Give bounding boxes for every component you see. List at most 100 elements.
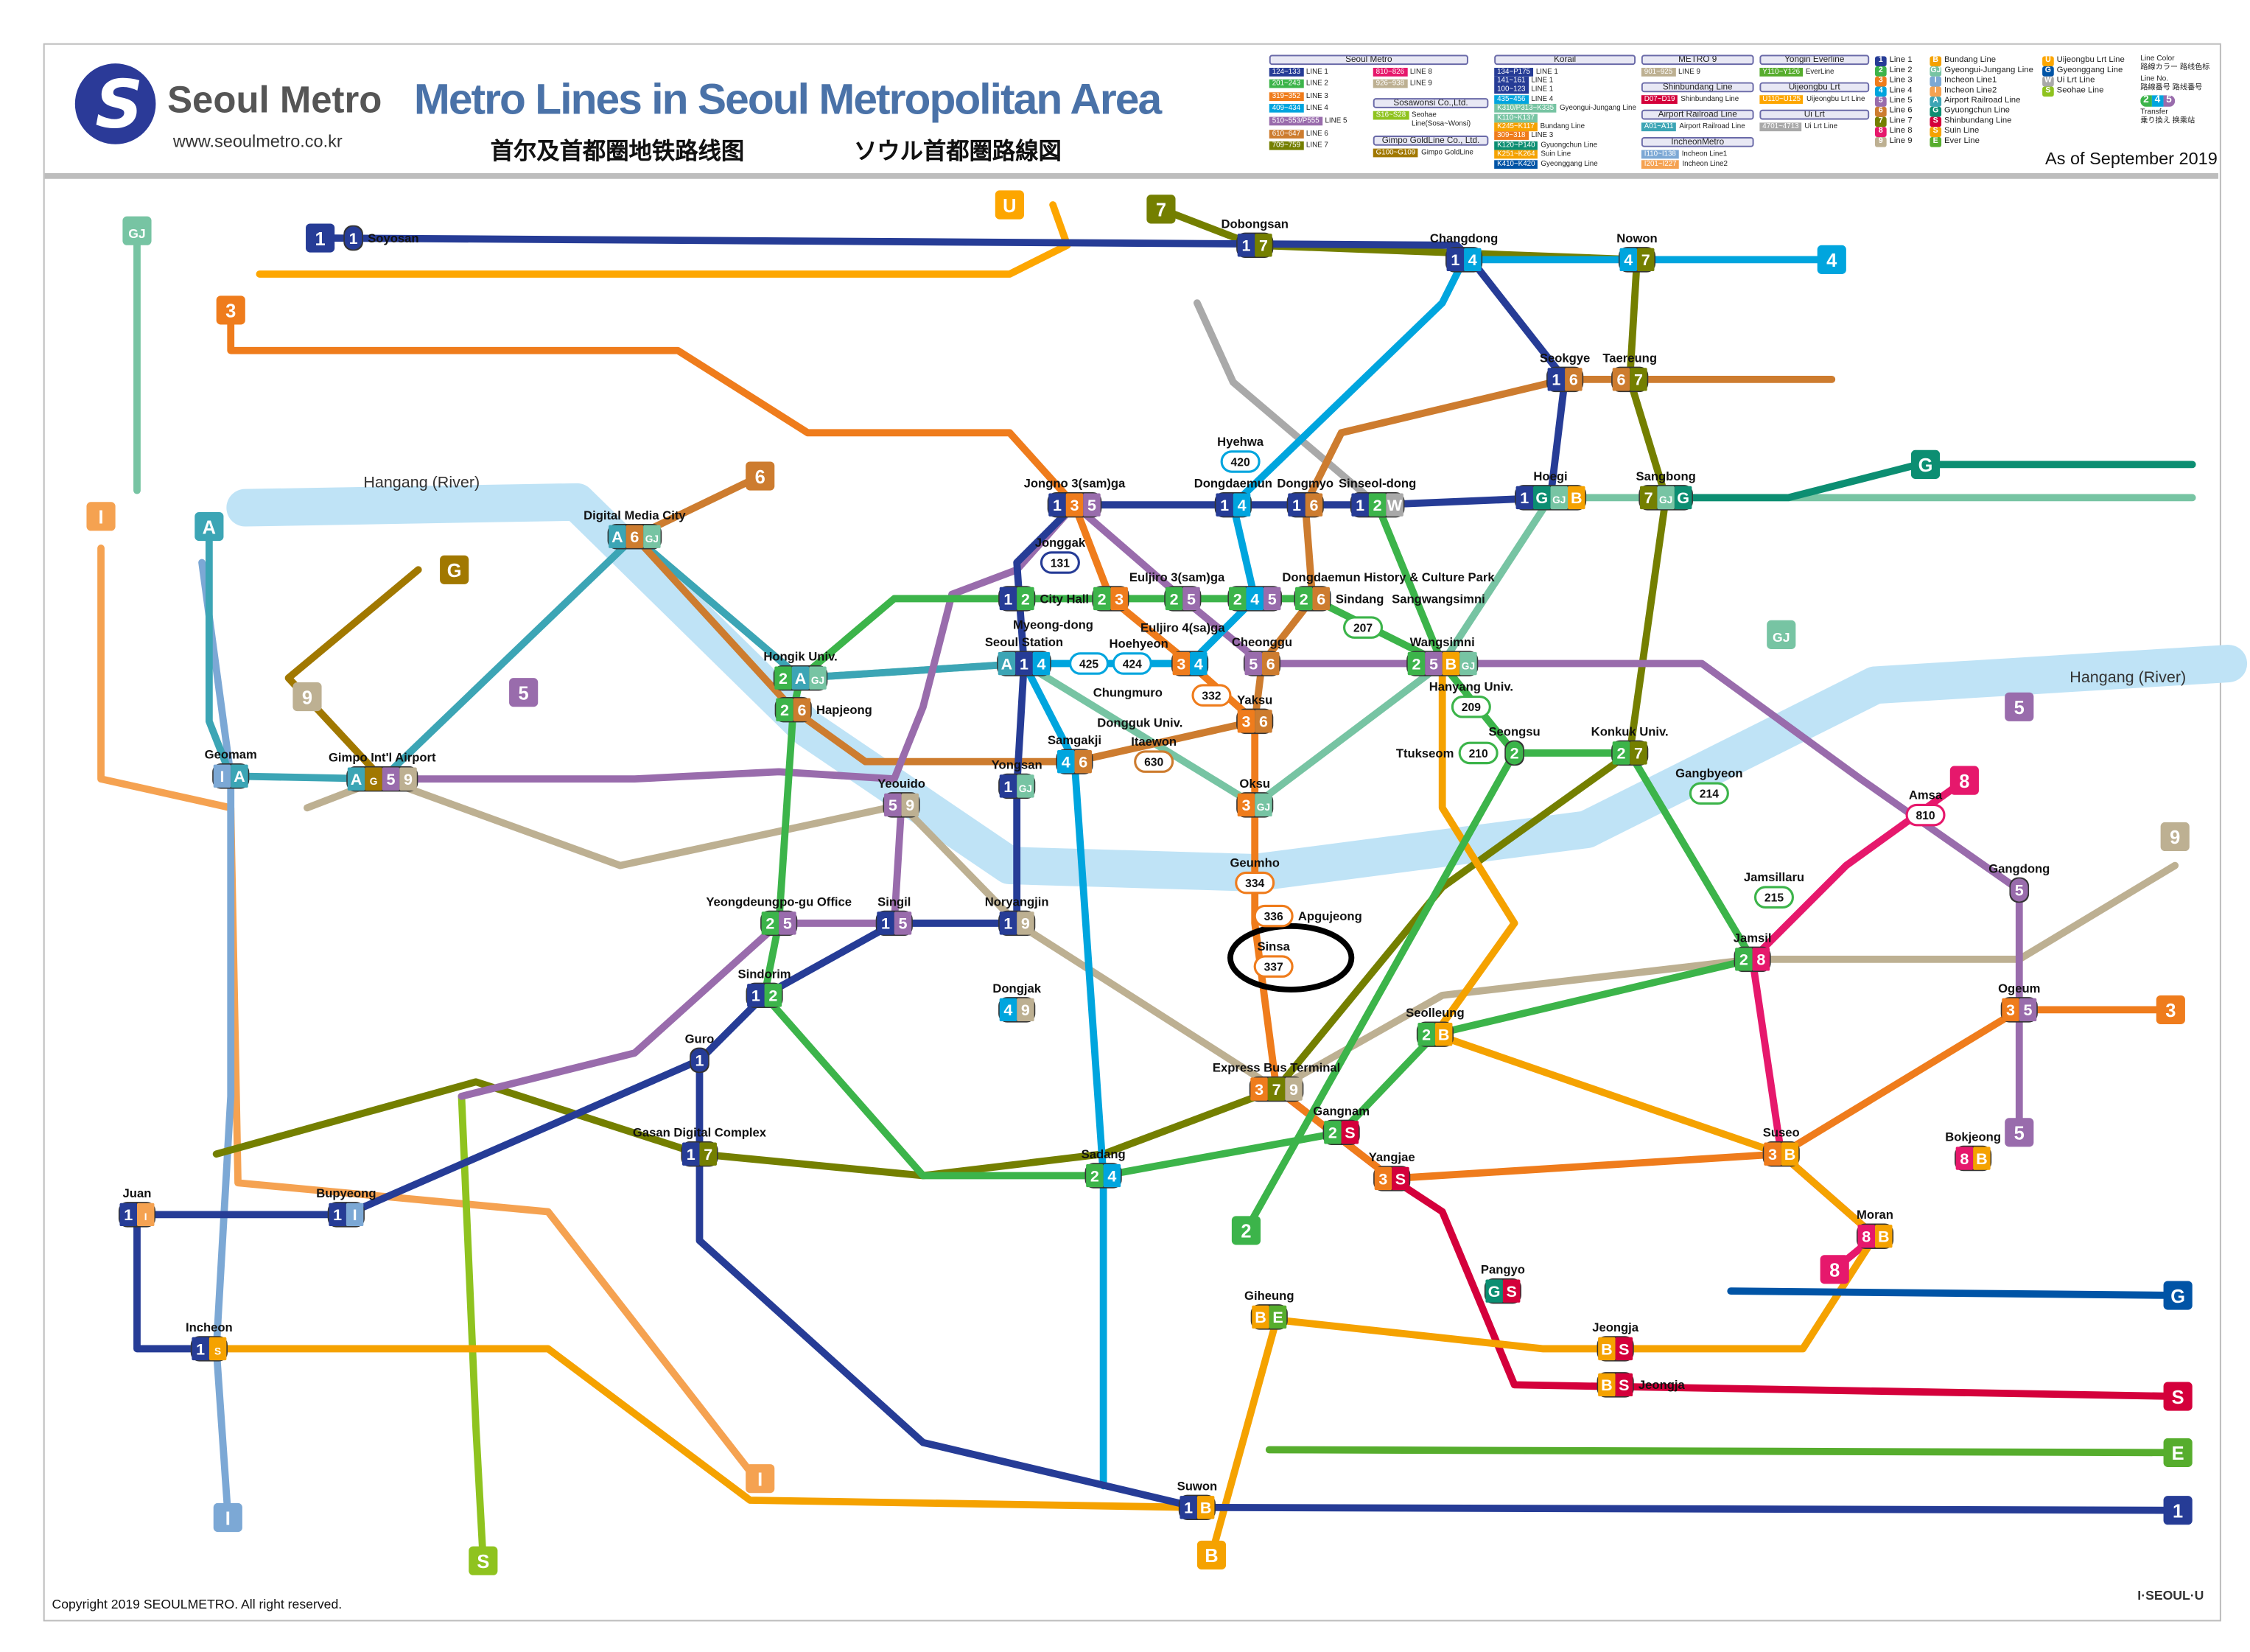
station-code: 425 — [1079, 658, 1098, 671]
legend-symbol-label: Shinbundang Line — [1944, 116, 2012, 126]
line-badge-label: 5 — [2024, 1001, 2033, 1019]
station-name: Geumho — [1230, 856, 1279, 870]
station[interactable]: 214 — [1689, 782, 1729, 805]
station[interactable]: 131 — [1040, 551, 1080, 574]
line-badge-2 — [761, 911, 779, 935]
legend-line-name: LINE 9 — [1409, 79, 1432, 88]
station[interactable]: 337 — [1253, 955, 1294, 978]
station[interactable]: 209 — [1451, 696, 1491, 718]
line-badge-label: 2 — [1098, 590, 1107, 608]
line-symbol-icon: 3 — [1875, 76, 1887, 86]
station[interactable]: 424 — [1112, 652, 1152, 675]
station[interactable]: 630 — [1134, 750, 1174, 773]
legend-operator-name: Shinbundang Line — [1641, 82, 1754, 93]
station[interactable]: 5 — [2009, 877, 2030, 903]
legend-range: 901~925 — [1641, 67, 1676, 76]
station[interactable]: 810 — [1905, 803, 1946, 827]
line-badge-label: 2 — [1510, 745, 1519, 763]
station[interactable]: 210 — [1458, 741, 1499, 765]
station-code: 207 — [1353, 622, 1373, 634]
line-symbol-icon: S — [1930, 116, 1942, 127]
station[interactable]: 425 — [1069, 652, 1110, 675]
legend-range: K410~K420 — [1494, 159, 1538, 169]
line-badge-label: 1 — [333, 1206, 342, 1224]
terminal-badge-label: 1 — [2173, 1502, 2183, 1522]
line-badge-5 — [779, 911, 796, 935]
station[interactable]: 1 — [690, 1047, 709, 1074]
station[interactable]: 1 — [343, 225, 363, 251]
station[interactable]: 215 — [1753, 886, 1794, 909]
line-badge-label: B — [1445, 655, 1457, 673]
line-badge-label: A — [611, 528, 623, 546]
station[interactable]: 334 — [1235, 871, 1275, 895]
line-badge-b — [1875, 1225, 1893, 1248]
station[interactable]: 332 — [1191, 684, 1232, 707]
station[interactable]: 207 — [1343, 616, 1384, 639]
line-symbol-icon: E — [1930, 136, 1942, 147]
line-badge-label: GJ — [1257, 802, 1270, 813]
station[interactable]: 420 — [1220, 450, 1261, 473]
station[interactable]: 336 — [1253, 904, 1294, 928]
website-link[interactable]: www.seoulmetro.co.kr — [172, 131, 343, 152]
station[interactable]: 2 — [1504, 740, 1524, 766]
